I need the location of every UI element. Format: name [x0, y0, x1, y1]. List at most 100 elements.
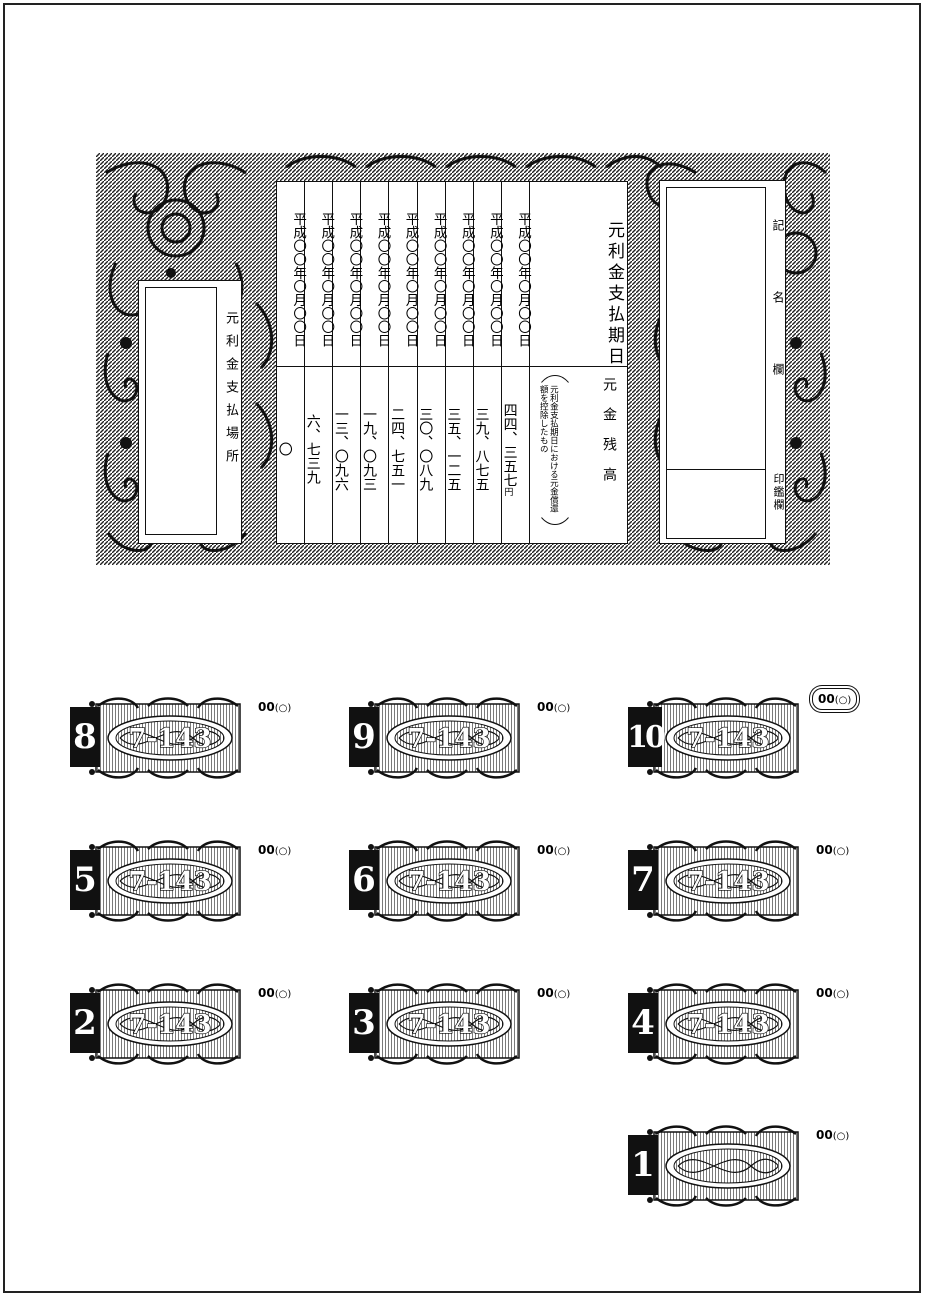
schedule-date: 平成〇〇年〇月〇〇日	[361, 182, 390, 366]
coupon-number: 9	[349, 707, 379, 767]
coupon-serial-suffix: (○)	[553, 989, 571, 1000]
schedule-balance: 六、七三九	[305, 366, 334, 543]
schedule-balance: 三五、一二五	[445, 366, 474, 543]
schedule-balance: 四四、三五七円	[502, 366, 530, 543]
coupon-number: 10	[627, 707, 666, 767]
coupon-serial: 00(○)	[258, 986, 291, 1000]
name-field[interactable]	[666, 187, 766, 470]
balance-header: 元金残高 元利金支払期日における元金償還額を控除したもの	[530, 366, 627, 543]
coupon-serial-number: 00	[537, 700, 554, 714]
coupon: 4 7-143 00(○)	[628, 978, 849, 1070]
coupon-serial-number: 00	[816, 843, 833, 857]
payment-place-field[interactable]	[145, 287, 217, 535]
coupon-number: 3	[349, 993, 379, 1053]
coupon-serial: 00(○)	[816, 843, 849, 857]
coupon-serial: 00(○)	[812, 688, 858, 710]
schedule-date: 平成〇〇年〇月〇〇日	[277, 182, 306, 366]
schedule-date: 平成〇〇年〇月〇〇日	[446, 182, 475, 366]
coupon-number: 6	[349, 850, 379, 910]
coupon-serial-suffix: (○)	[274, 703, 292, 714]
coupon-serial-number: 00	[816, 986, 833, 1000]
coupon-serial: 00(○)	[537, 700, 570, 714]
coupon-number: 5	[70, 850, 100, 910]
schedule-date: 平成〇〇年〇月〇〇日	[305, 182, 334, 366]
coupon-ornament	[368, 697, 520, 779]
coupon: 10 7-143 00(○)	[627, 688, 858, 784]
coupon: 3 7-143 00(○)	[349, 978, 570, 1070]
coupon-serial: 00(○)	[258, 843, 291, 857]
balance-note: 元利金支払期日における元金償還額を控除したもの	[538, 385, 559, 513]
coupon-code: 7-143	[686, 866, 770, 897]
coupon: 1 00(○)	[628, 1120, 849, 1212]
coupon-serial-number: 00	[258, 700, 275, 714]
coupon-serial-suffix: (○)	[832, 989, 850, 1000]
coupon: 7 7-143 00(○)	[628, 835, 849, 927]
coupon-code: 7-143	[128, 1009, 212, 1040]
coupon-code: 7-143	[686, 723, 770, 754]
coupon-serial-number: 00	[818, 692, 835, 706]
coupon-ornament	[647, 840, 799, 922]
coupon-serial-number: 00	[537, 986, 554, 1000]
coupon-number: 1	[628, 1135, 658, 1195]
coupon-number: 8	[70, 707, 100, 767]
coupon-code: 7-143	[686, 1009, 770, 1040]
schedule-date: 平成〇〇年〇月〇〇日	[418, 182, 447, 366]
coupon-serial: 00(○)	[537, 843, 570, 857]
coupon-serial: 00(○)	[537, 986, 570, 1000]
seal-field[interactable]	[666, 470, 766, 539]
coupon-serial-number: 00	[258, 986, 275, 1000]
payment-place-label: 元利金支払場所	[223, 311, 238, 472]
name-label: 記名欄	[771, 219, 785, 435]
coupon-serial-suffix: (○)	[553, 846, 571, 857]
coupon-ornament	[647, 697, 799, 779]
balance-title: 元金残高	[601, 377, 617, 497]
seal-label: 印鑑欄	[772, 473, 785, 512]
schedule-title: 元利金支払期日	[604, 220, 624, 368]
coupon: 9 7-143 00(○)	[349, 692, 570, 784]
coupon-ornament	[647, 1125, 799, 1207]
coupon-number: 2	[70, 993, 100, 1053]
coupon-ornament	[89, 840, 241, 922]
payment-schedule-table: 元利金支払期日 元金残高 元利金支払期日における元金償還額を控除したもの 平成〇…	[276, 181, 628, 544]
coupon-serial-suffix: (○)	[832, 1131, 850, 1142]
schedule-date: 平成〇〇年〇月〇〇日	[333, 182, 362, 366]
coupon-serial: 00(○)	[258, 700, 291, 714]
coupon-number: 7	[628, 850, 658, 910]
coupon-ornament	[89, 983, 241, 1065]
coupon-code: 7-143	[128, 723, 212, 754]
coupon-ornament	[368, 840, 520, 922]
registration-panel: 記名欄 印鑑欄	[659, 180, 786, 544]
coupon-ornament	[647, 983, 799, 1065]
coupon-code: 7-143	[407, 723, 491, 754]
coupon-serial: 00(○)	[816, 986, 849, 1000]
coupon-number: 4	[628, 993, 658, 1053]
schedule-date: 平成〇〇年〇月〇〇日	[474, 182, 503, 366]
coupon-serial-suffix: (○)	[553, 703, 571, 714]
schedule-balance: 〇	[277, 366, 306, 543]
schedule-date: 平成〇〇年〇月〇〇日	[389, 182, 419, 366]
balance-note-bracket	[534, 375, 576, 525]
schedule-balance: 三〇、〇八九	[417, 366, 446, 543]
payment-place-panel: 元利金支払場所	[138, 280, 242, 544]
schedule-date: 平成〇〇年〇月〇〇日	[502, 182, 531, 366]
coupon: 6 7-143 00(○)	[349, 835, 570, 927]
schedule-balance: 三九、八七五	[473, 366, 502, 543]
schedule-balance: 一三、〇九六	[333, 366, 362, 543]
schedule-balance: 一九、〇九三	[361, 366, 390, 543]
coupon: 5 7-143 00(○)	[70, 835, 291, 927]
coupon-code: 7-143	[407, 866, 491, 897]
yen-unit: 円	[502, 486, 513, 496]
page-border	[3, 3, 921, 1293]
coupon-serial-suffix: (○)	[274, 846, 292, 857]
schedule-balance: 二四、七五一	[389, 366, 418, 543]
coupon-serial-number: 00	[537, 843, 554, 857]
coupon-serial-suffix: (○)	[832, 846, 850, 857]
coupon: 2 7-143 00(○)	[70, 978, 291, 1070]
coupon-serial-suffix: (○)	[274, 989, 292, 1000]
coupon: 8 7-143 00(○)	[70, 692, 291, 784]
coupon-ornament	[368, 983, 520, 1065]
coupon-code: 7-143	[128, 866, 212, 897]
coupon-serial: 00(○)	[816, 1128, 849, 1142]
coupon-code: 7-143	[407, 1009, 491, 1040]
coupon-serial-number: 00	[258, 843, 275, 857]
